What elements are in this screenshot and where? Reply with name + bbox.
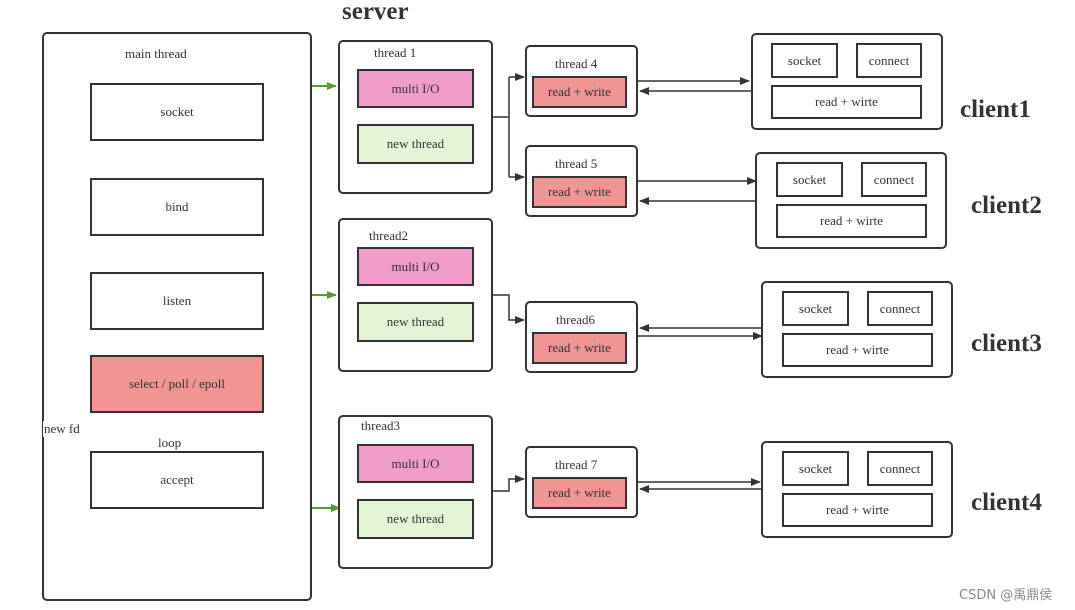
worker-thread-1-multi-io: multi I/O (357, 69, 474, 108)
rw-thread-7-label: thread 7 (555, 457, 598, 472)
worker-thread-3 (338, 415, 493, 569)
rw-thread-7-task: read + write (532, 477, 627, 509)
client-4-name: client4 (971, 489, 1042, 516)
worker-thread-3-new-thread: new thread (357, 499, 474, 539)
socket-step: socket (90, 83, 264, 141)
client-2-socket: socket (776, 162, 843, 197)
main-thread-label: main thread (125, 46, 187, 61)
client-1-read-write: read + wirte (771, 85, 922, 119)
client-4-connect: connect (867, 451, 933, 486)
rw-thread-4-task: read + write (532, 76, 627, 108)
accept-step: accept (90, 451, 264, 509)
worker-thread-3-multi-io: multi I/O (357, 444, 474, 483)
worker-thread-1-label: thread 1 (374, 45, 417, 60)
loop-label: loop (157, 435, 183, 451)
worker-thread-2-multi-io: multi I/O (357, 247, 474, 286)
client-4-socket: socket (782, 451, 849, 486)
worker-thread-2-new-thread: new thread (357, 302, 474, 342)
rw-client-arrows (638, 77, 763, 493)
csdn-watermark: CSDN @禹鼎侯 (959, 588, 1053, 603)
bind-step: bind (90, 178, 264, 236)
select-poll-epoll-step: select / poll / epoll (90, 355, 264, 413)
worker-thread-1 (338, 40, 493, 194)
client-2-name: client2 (971, 192, 1042, 219)
client-1-connect: connect (856, 43, 922, 78)
worker-thread-1-new-thread: new thread (357, 124, 474, 164)
worker-thread-2-label: thread2 (369, 228, 408, 243)
client-2-connect: connect (861, 162, 927, 197)
client-3-socket: socket (782, 291, 849, 326)
client-4-read-write: read + wirte (782, 493, 933, 527)
thread-to-rw-arrows (493, 73, 525, 492)
listen-step: listen (90, 272, 264, 330)
client-1-name: client1 (960, 96, 1031, 123)
rw-thread-6-task: read + write (532, 332, 627, 364)
server-title: server (342, 0, 409, 25)
worker-thread-2 (338, 218, 493, 372)
rw-thread-6-label: thread6 (556, 312, 595, 327)
client-1-socket: socket (771, 43, 838, 78)
client-3-read-write: read + wirte (782, 333, 933, 367)
new-fd-label: new fd (43, 421, 81, 437)
worker-thread-3-label: thread3 (361, 418, 400, 433)
rw-thread-5-task: read + write (532, 176, 627, 208)
rw-thread-5-label: thread 5 (555, 156, 598, 171)
client-2-read-write: read + wirte (776, 204, 927, 238)
rw-thread-4-label: thread 4 (555, 56, 598, 71)
client-3-name: client3 (971, 330, 1042, 357)
client-3-connect: connect (867, 291, 933, 326)
